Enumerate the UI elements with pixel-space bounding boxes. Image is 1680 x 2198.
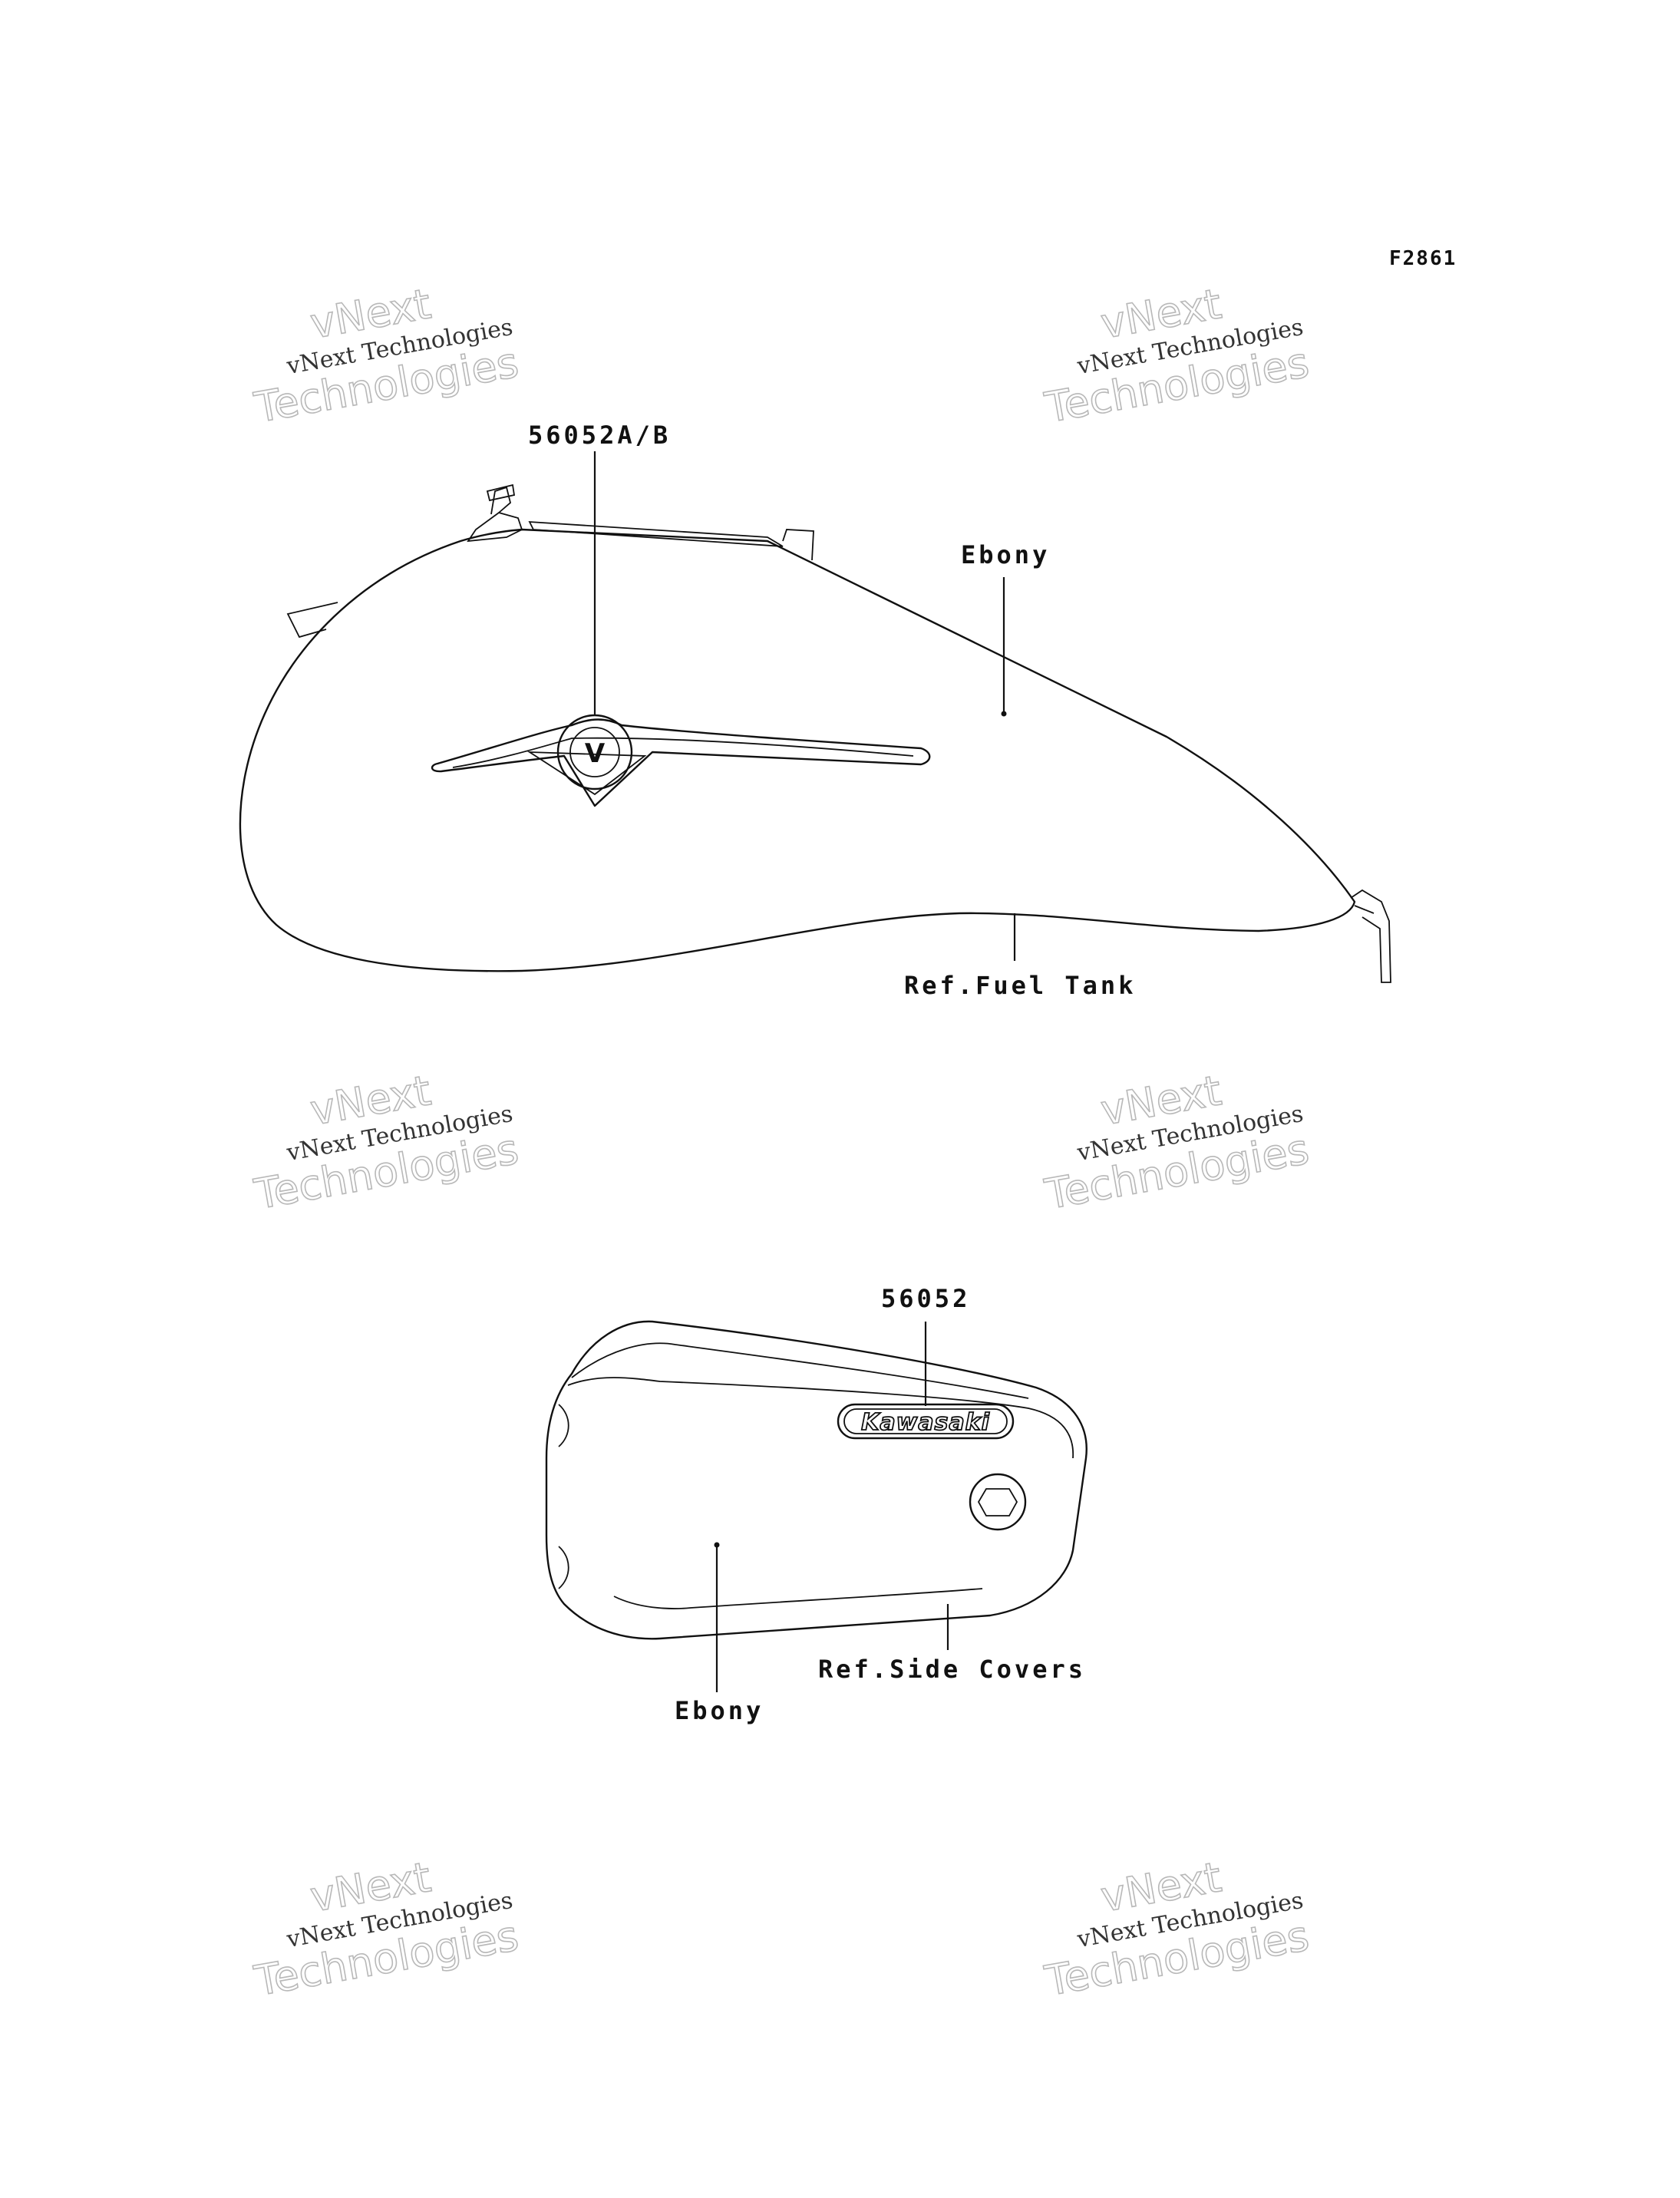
watermark-3: vNext vNext Technologies Technologies <box>250 1065 523 1219</box>
fuel-tank-top-tab <box>782 529 814 561</box>
fuel-tank-top-plate <box>528 521 784 547</box>
fuel-tank-part-number: 56052A/B <box>528 421 671 450</box>
side-cover-grommet-hex <box>977 1488 1018 1516</box>
watermark-5: vNext vNext Technologies Technologies <box>250 1852 523 2005</box>
side-cover-drawing: Kawasaki 56052 Ref.Side Covers Ebony <box>545 1284 1088 1725</box>
fuel-tank-color-label: Ebony <box>961 540 1050 569</box>
fuel-tank-drawing: V 56052A/B Ebony Ref.Fuel Tank <box>239 421 1391 1000</box>
side-cover-grommet <box>969 1473 1027 1531</box>
side-cover-outline <box>545 1320 1088 1640</box>
side-cover-reference-label: Ref.Side Covers <box>818 1655 1086 1684</box>
watermark-1: vNext vNext Technologies Technologies <box>250 279 523 432</box>
fuel-tank-rear-bracket-edge <box>1354 905 1375 914</box>
fuel-tank-side-tab <box>286 602 338 639</box>
side-cover-logo-badge-inner <box>843 1408 1008 1434</box>
fuel-tank-emblem-letter: V <box>585 738 606 769</box>
side-cover-left-notch-top <box>558 1404 569 1447</box>
fuel-tank-emblem-inner-line <box>452 737 914 768</box>
fuel-tank-emblem-chevron <box>526 751 647 796</box>
fuel-tank-bolt <box>490 486 512 515</box>
fuel-tank-rear-bracket <box>1350 889 1391 983</box>
side-cover-color-dot <box>714 1542 720 1548</box>
fuel-tank-emblem-wings <box>431 718 931 807</box>
fuel-tank-color-dot <box>1001 711 1007 717</box>
side-cover-logo-text: Kawasaki <box>861 1409 990 1436</box>
fuel-tank-reference-label: Ref.Fuel Tank <box>904 971 1136 1000</box>
side-cover-left-notch-bottom <box>558 1546 569 1589</box>
watermark-6: vNext vNext Technologies Technologies <box>1041 1852 1313 2005</box>
side-cover-top-edge <box>567 1377 1074 1459</box>
side-cover-bottom-edge <box>613 1588 983 1609</box>
watermark-4: vNext vNext Technologies Technologies <box>1041 1065 1313 1219</box>
side-cover-ridge <box>571 1342 1029 1399</box>
watermark-2: vNext vNext Technologies Technologies <box>1041 279 1313 432</box>
side-cover-color-label: Ebony <box>675 1696 764 1725</box>
figure-id: F2861 <box>1389 247 1457 270</box>
side-cover-part-number: 56052 <box>881 1284 970 1313</box>
fuel-tank-outline <box>239 528 1356 972</box>
fuel-tank-emblem-inner-ring <box>569 727 620 777</box>
fuel-tank-bolt-head <box>486 483 516 502</box>
fuel-tank-front-bracket <box>467 512 523 543</box>
